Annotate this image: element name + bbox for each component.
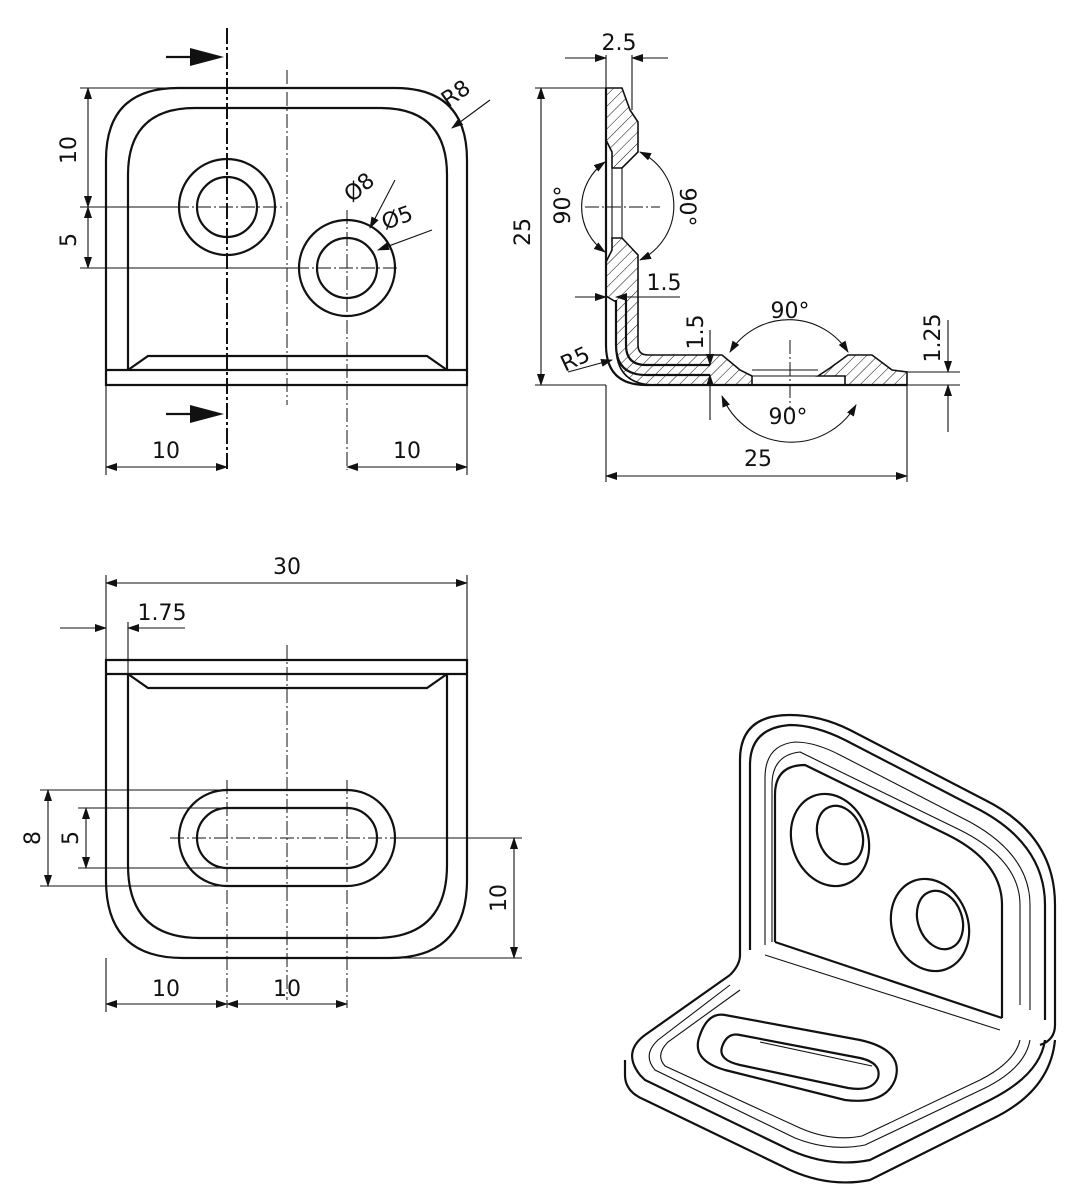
top-view: 30 1.75 8 5 10 10 10	[21, 555, 522, 1012]
dim-front-height-mid: 5	[57, 233, 82, 247]
dim-top-edge-offset: 1.75	[138, 601, 187, 626]
dim-section-bend-radius: R5	[557, 342, 594, 377]
dim-top-slot-inner-height: 5	[59, 831, 84, 845]
dim-section-step-height: 1.25	[921, 314, 946, 363]
section-vertical-leg-lower	[605, 237, 753, 386]
iso-hole-1-inner	[815, 804, 865, 866]
iso-slot-inner	[720, 1033, 880, 1090]
dim-front-width-left: 10	[152, 439, 180, 464]
dim-front-width-right: 10	[393, 439, 421, 464]
dim-section-height: 25	[511, 218, 536, 246]
dim-section-wall-thickness: 1.5	[647, 271, 682, 296]
dim-section-length: 25	[744, 447, 772, 472]
dim-top-slot-to-edge: 10	[487, 884, 512, 912]
dim-top-slot-outer-height: 8	[21, 831, 46, 845]
dim-front-dia-hole: Ø5	[379, 201, 417, 235]
dim-section-angle-upper-left: 90°	[551, 186, 576, 225]
iso-hole-2-outer	[889, 877, 971, 973]
section-arrow-bottom	[190, 405, 224, 423]
dim-top-slot-right: 10	[273, 977, 301, 1002]
dim-section-flange-thickness: 1.5	[684, 315, 709, 350]
dim-front-height-top: 10	[57, 136, 82, 164]
dim-section-angle-upper-right: 90°	[674, 188, 699, 227]
iso-hole-2-inner	[915, 889, 965, 951]
dim-front-corner-radius: R8	[437, 76, 475, 113]
iso-slot-outer	[696, 1013, 898, 1102]
front-view: 10 5 10 10 R8 Ø8 Ø5	[57, 28, 491, 475]
iso-back-plate-outer	[738, 713, 1057, 1047]
section-outer-contour	[604, 88, 907, 387]
iso-hole-1-outer	[789, 792, 871, 888]
dim-top-slot-left: 10	[152, 977, 180, 1002]
dim-section-thickness-top: 2.5	[602, 31, 637, 56]
dim-top-overall-width: 30	[273, 555, 301, 580]
section-view: 2.5 25 90° 90° 1.5 1.5 R5 90° 90° 1.25	[511, 31, 960, 482]
section-vertical-leg	[605, 87, 639, 169]
front-inner-edge	[126, 106, 449, 370]
dim-section-angle-bottom-bottom: 90°	[769, 405, 808, 430]
section-horizontal-leg-right	[815, 354, 908, 386]
dim-front-dia-counterbore: Ø8	[340, 168, 380, 207]
iso-base-plate-outer	[631, 974, 1047, 1164]
isometric-view	[623, 713, 1057, 1184]
front-outline	[104, 86, 469, 387]
dim-section-angle-bottom-top: 90°	[771, 299, 810, 324]
section-arrow-top	[190, 48, 224, 66]
